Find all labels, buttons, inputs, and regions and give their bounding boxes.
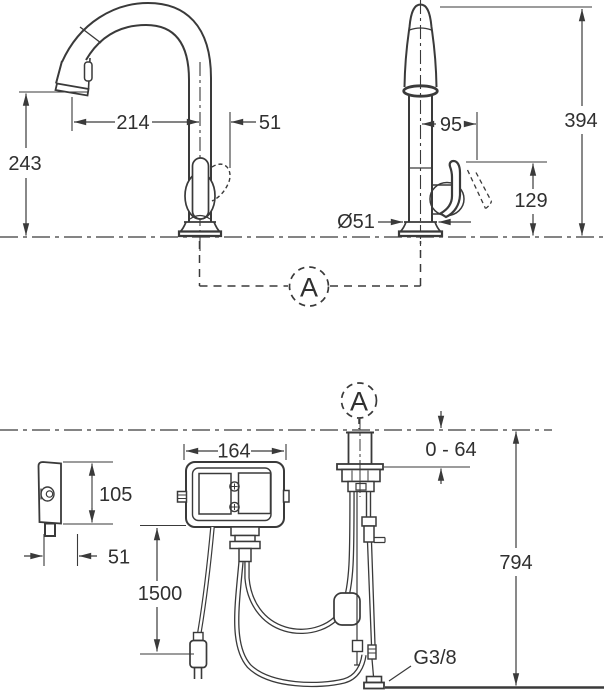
- g38-leader-line: [388, 665, 412, 682]
- faucet-shank-assembly: [336, 418, 384, 497]
- hoses-and-cables: [196, 491, 367, 688]
- dim-handle-height: 129: [514, 190, 547, 212]
- battery-door-left: [198, 472, 232, 515]
- handle-alt-front-2: [475, 172, 493, 202]
- label-supply-thread: G3/8: [413, 647, 456, 669]
- dim-below-deck-height: 794: [499, 552, 532, 574]
- box-outlet-flange-1: [230, 526, 260, 537]
- handle-lever-side: [191, 157, 210, 220]
- box-outlet-flange-2: [229, 540, 261, 550]
- faucet-front-view: [397, 0, 493, 252]
- dim-box-height: 105: [99, 484, 132, 506]
- screw-bottom: [229, 501, 240, 513]
- handle-alt-position-side: [211, 163, 231, 202]
- sprayhead-tip-face: [54, 82, 90, 97]
- side-box-outlet-stub: [44, 522, 56, 537]
- section-marker-circle-top: [288, 266, 330, 307]
- side-box-outline: [37, 461, 62, 525]
- check-valve-body: [363, 525, 375, 543]
- sensor-hose-core: [245, 491, 354, 633]
- handle-alt-front-arc: [485, 201, 493, 210]
- dim-cable-length: 1500: [138, 583, 183, 605]
- hose-weight: [333, 592, 361, 626]
- handle-alt-front-1: [466, 169, 487, 209]
- spout-outer-curve: [61, 1, 212, 222]
- under-sink-parts: [189, 526, 361, 679]
- plug-boot: [192, 631, 204, 642]
- dimensions-front-view: [378, 6, 592, 236]
- section-marker-label-bottom: A: [350, 387, 368, 417]
- side-connector-right: [282, 489, 290, 503]
- shank-tube: [347, 432, 373, 464]
- battery-door-right: [237, 472, 272, 515]
- power-cord-core: [197, 526, 214, 637]
- check-valve-top: [361, 516, 377, 527]
- section-marker-label-top: A: [300, 273, 318, 303]
- control-box-outline: [185, 461, 285, 528]
- dim-handle-offset: 51: [259, 112, 281, 134]
- dim-spout-height: 243: [8, 153, 41, 175]
- mounting-bracket-tab: [355, 482, 367, 491]
- dim-head-offset: 95: [440, 114, 462, 136]
- g38-nut-bottom: [363, 681, 385, 690]
- side-box-connector-inner: [45, 490, 54, 498]
- sprayhead-collar: [402, 84, 439, 98]
- base-band-front: [397, 230, 444, 238]
- base-ring-side: [189, 214, 211, 220]
- plug-prongs: [193, 667, 203, 679]
- control-box-side-view: [37, 461, 62, 537]
- sensor-wire-end: [354, 651, 360, 666]
- reference-lines: [0, 236, 605, 689]
- dim-deck-thickness: 0 - 64: [425, 439, 476, 461]
- pipe-ribs: [368, 648, 376, 654]
- side-connector-left: [176, 490, 188, 503]
- ext-164: [183, 444, 287, 460]
- box-outlet-neck: [234, 534, 256, 543]
- supply-pipes: [351, 492, 386, 690]
- screw-top-cross: [231, 483, 238, 490]
- pipe-tail: [371, 658, 375, 677]
- supply-pipe-upper: [365, 492, 372, 517]
- handle-lever-front: [438, 159, 462, 219]
- sprayhead-front: [403, 3, 438, 88]
- ext-105: [63, 461, 113, 525]
- control-box-front: [176, 461, 290, 528]
- sprayhead-button: [83, 61, 93, 82]
- sprayhead-cap-seam: [409, 27, 432, 31]
- base-band-side: [177, 230, 223, 238]
- ext-1500: [140, 524, 194, 655]
- dim-box-depth: 51: [108, 547, 130, 569]
- dim-base-diameter: Ø51: [337, 211, 375, 233]
- pipe-ribbed-section: [367, 644, 377, 660]
- screw-top: [229, 481, 240, 492]
- spout-inner-curve: [85, 23, 190, 222]
- g38-nut-top: [365, 675, 383, 684]
- dim-total-height: 394: [564, 110, 597, 132]
- dim-box-width: 164: [217, 441, 250, 463]
- dimensions-side-view: [19, 91, 256, 236]
- section-a-marker-bottom: [340, 382, 378, 429]
- mounting-nut: [341, 468, 381, 483]
- sprayhead-edge: [55, 60, 63, 84]
- screw-bottom-cross: [231, 504, 238, 510]
- dimensions-bottom: [24, 411, 520, 686]
- sensor-wire-fitting: [351, 639, 364, 653]
- section-marker-circle-bottom: [340, 382, 378, 419]
- box-outlet-tube: [238, 547, 252, 563]
- ext-51-depth: [43, 534, 79, 566]
- check-valve-tab: [374, 536, 386, 544]
- supply-hose-core: [235, 561, 366, 686]
- side-connector-left-ribs: [177, 494, 187, 499]
- dim-spout-reach: 214: [116, 112, 149, 134]
- supply-pipe-lower: [366, 541, 376, 646]
- sprayhead-seam-side: [79, 26, 102, 44]
